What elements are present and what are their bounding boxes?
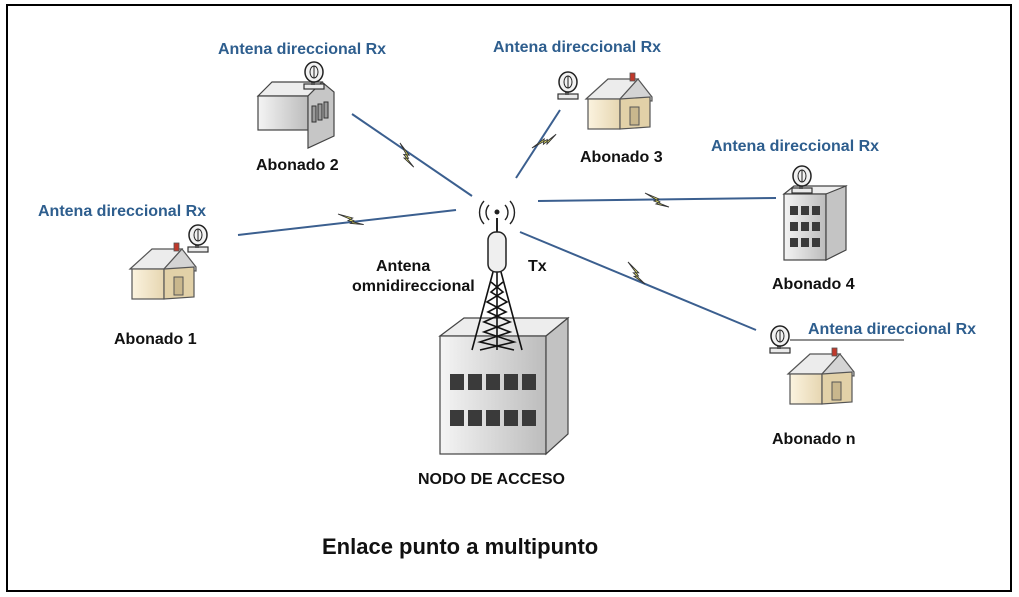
omni-antenna-label-line1: Antena: [376, 258, 430, 275]
abonado-3-house-icon: [585, 72, 653, 130]
dish-icon: [303, 61, 325, 90]
abonado-n-label: Abonado n: [772, 431, 856, 448]
antenna-label-abonado-1: Antena direccional Rx: [38, 203, 206, 220]
antenna-label-abonado-4: Antena direccional Rx: [711, 138, 879, 155]
access-node-building-icon: [438, 316, 570, 456]
lightning-icon: [531, 126, 557, 156]
link-abonado-n: [519, 231, 757, 331]
abonado-4-label: Abonado 4: [772, 276, 855, 293]
tx-label: Tx: [528, 258, 547, 275]
abonado-4-building-icon: [782, 185, 848, 261]
abonado-3-label: Abonado 3: [580, 149, 663, 166]
dish-icon: [557, 71, 579, 100]
lightning-icon: [392, 142, 422, 168]
abonado-n-house-icon: [787, 347, 855, 405]
omni-antenna-label-line2: omnidireccional: [352, 278, 475, 295]
diagram-title: Enlace punto a multipunto: [322, 534, 598, 559]
abonado-1-label: Abonado 1: [114, 331, 197, 348]
antenna-label-abonado-3: Antena direccional Rx: [493, 39, 661, 56]
antenna-label-abonado-2: Antena direccional Rx: [218, 41, 386, 58]
link-abonado-2: [351, 113, 473, 197]
abonado-2-building-icon: [256, 81, 335, 149]
access-node-label: NODO DE ACCESO: [418, 471, 565, 488]
antenna-label-abonado-n: Antena direccional Rx: [808, 321, 976, 338]
link-abonado-1: [237, 209, 457, 236]
omni-antenna-icon: [478, 200, 516, 273]
lightning-icon: [337, 210, 365, 229]
abonado-2-label: Abonado 2: [256, 157, 339, 174]
dish-icon: [769, 325, 791, 354]
lattice-tower-icon: [471, 271, 523, 351]
dish-icon: [187, 224, 209, 253]
abonado-1-house-icon: [129, 242, 197, 300]
dish-icon: [791, 165, 813, 194]
